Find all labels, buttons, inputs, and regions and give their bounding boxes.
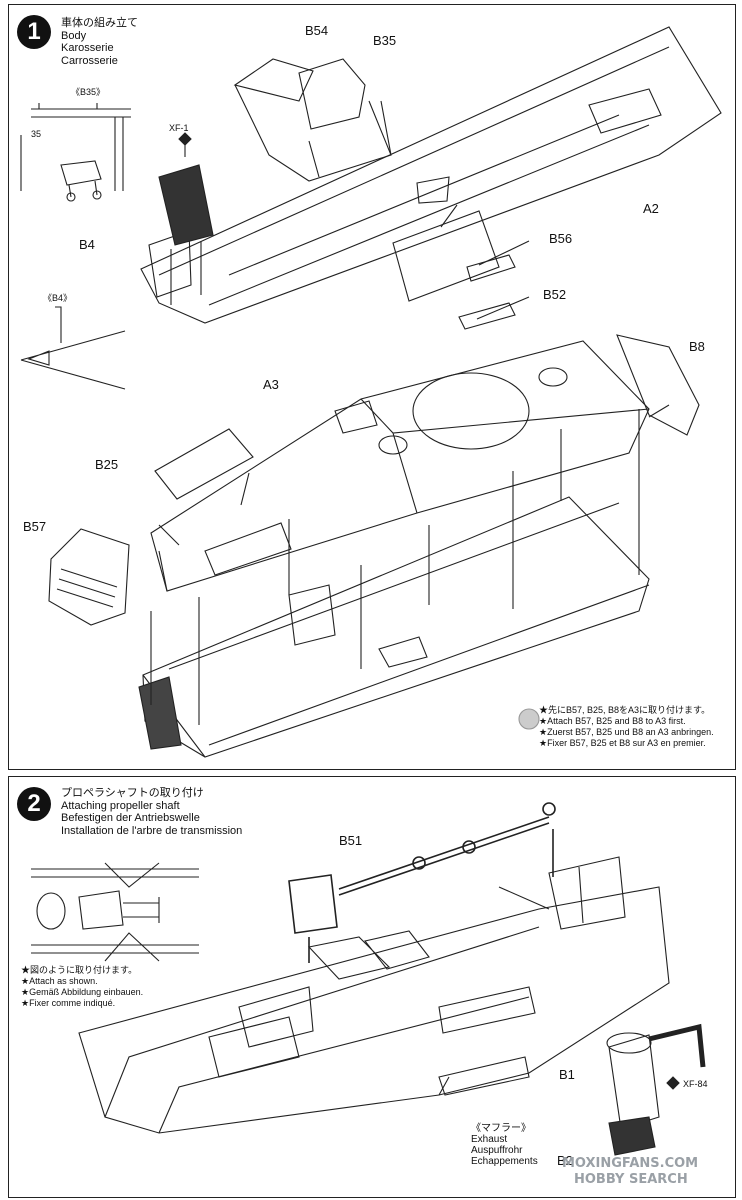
- note-jp: ★先にB57, B25, B8をA3に取り付けます。: [539, 705, 711, 715]
- note-de: ★Zuerst B57, B25 und B8 an A3 anbringen.: [539, 727, 714, 737]
- watermark-line2: HOBBY SEARCH: [574, 1172, 688, 1187]
- exhaust-en: Exhaust: [471, 1134, 508, 1145]
- a2-lower-hull: [140, 26, 722, 330]
- b51-propeller-shaft: [288, 802, 556, 963]
- title-de: Karosserie: [61, 42, 114, 54]
- exhaust-jp: 《マフラー》: [471, 1123, 531, 1134]
- part-label-b2: B2: [557, 1153, 573, 1168]
- part-label-b56: B56: [549, 231, 573, 246]
- step-1-note: ★先にB57, B25, B8をA3に取り付けます。 ★Attach B57, …: [539, 705, 714, 749]
- title-de: Befestigen der Antriebswelle: [61, 812, 200, 824]
- paint-code-xf84: XF-84: [683, 1079, 708, 1089]
- hull-body: [78, 856, 670, 1134]
- step-1-diagram: [20, 26, 722, 758]
- title-en: Body: [61, 29, 87, 42]
- part-label-b54: B54: [305, 23, 329, 38]
- paint-code-xf1: XF-1: [169, 123, 189, 133]
- step-2-diagram: [31, 802, 706, 1156]
- assembly-arrows: [150, 100, 670, 725]
- title-jp: プロペラシャフトの取り付け: [61, 787, 204, 799]
- exhaust-fr: Echappements: [471, 1156, 538, 1167]
- part-label-b57: B57: [23, 519, 47, 534]
- step-2-note: ★図のように取り付けます。 ★Attach as shown. ★Gemäß A…: [21, 965, 143, 1009]
- note-en: ★Attach as shown.: [21, 976, 98, 986]
- part-label-b4: B4: [79, 237, 95, 252]
- part-label-a3: A3: [263, 377, 279, 392]
- title-jp: 車体の組み立て: [61, 17, 138, 29]
- title-fr: Installation de l'arbre de transmission: [61, 824, 243, 837]
- exhaust-de: Auspuffrohr: [471, 1145, 523, 1156]
- note-en: ★Attach B57, B25 and B8 to A3 first.: [539, 716, 686, 726]
- a3-upper-hull: [48, 334, 700, 626]
- step-2-panel: 2 プロペラシャフトの取り付け Attaching propeller shaf…: [8, 776, 736, 1198]
- title-en: Attaching propeller shaft: [61, 799, 180, 812]
- step-number: 2: [17, 787, 51, 821]
- inset-b35-number: 35: [31, 129, 42, 139]
- note-jp: ★図のように取り付けます。: [21, 965, 138, 975]
- part-label-b51: B51: [339, 833, 363, 848]
- inset-b35-label: 《B35》: [71, 87, 106, 97]
- shaft-detail-inset: [31, 862, 199, 962]
- note-de: ★Gemäß Abbildung einbauen.: [21, 987, 144, 997]
- title-fr: Carrosserie: [61, 54, 118, 67]
- part-label-b25: B25: [95, 457, 119, 472]
- exhaust-b1-b2: [606, 1023, 706, 1156]
- lower-hull-body: [138, 496, 650, 758]
- part-label-b52: B52: [543, 287, 567, 302]
- star-icon-note: [518, 708, 540, 730]
- step-number: 1: [17, 15, 51, 49]
- part-label-b1: B1: [559, 1067, 575, 1082]
- part-label-b8: B8: [689, 339, 705, 354]
- inset-b4-label: 《B4》: [43, 293, 73, 303]
- b35-sprue-inset: [20, 103, 131, 202]
- b4-part: [158, 132, 214, 305]
- step-title: プロペラシャフトの取り付け Attaching propeller shaft …: [61, 787, 242, 837]
- part-label-a2: A2: [643, 201, 659, 216]
- step-title: 車体の組み立て Body Karosserie Carrosserie: [61, 17, 138, 67]
- note-fr: ★Fixer comme indiqué.: [21, 998, 116, 1008]
- watermark-line1: MOXINGFANS.COM: [562, 1156, 699, 1171]
- b4-inset: [20, 306, 126, 390]
- note-fr: ★Fixer B57, B25 et B8 sur A3 en premier.: [539, 738, 706, 748]
- exhaust-caption: 《マフラー》 Exhaust Auspuffrohr Echappements: [471, 1123, 538, 1167]
- part-label-b35: B35: [373, 33, 397, 48]
- step-1-panel: 1 車体の組み立て Body Karosserie Carrosserie: [8, 4, 736, 770]
